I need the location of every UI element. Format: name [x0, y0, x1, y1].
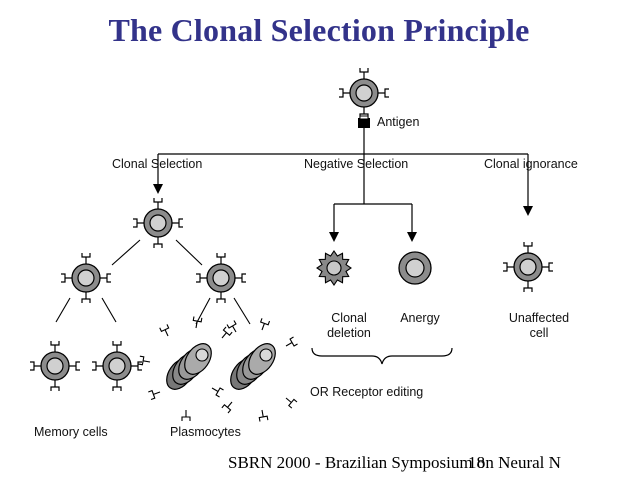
- plasmocyte-2: [224, 338, 282, 395]
- top-b-cell: [338, 67, 390, 119]
- anergy-label: Anergy: [400, 311, 440, 325]
- clonal-selection-arrow: [153, 184, 163, 194]
- unaffected-b-cell: [502, 241, 554, 293]
- receptor-editing-label: OR Receptor editing: [310, 385, 424, 399]
- proliferating-b-cell-right: [195, 252, 247, 304]
- plasmocytes-label: Plasmocytes: [170, 425, 241, 439]
- clonal-ignorance-label: Clonal ignorance: [484, 157, 578, 171]
- plasmocyte-1: [160, 338, 218, 395]
- negative-selection-label: Negative Selection: [304, 157, 409, 171]
- clonal-deletion-label-line1: Clonal: [331, 311, 367, 325]
- page-number: 18: [468, 453, 485, 472]
- clonal-deletion-label-line2: deletion: [327, 326, 371, 340]
- slide-title: The Clonal Selection Principle: [108, 12, 530, 48]
- deletion-arrow: [329, 232, 339, 242]
- clonal-ignorance-arrow: [523, 206, 533, 216]
- footer-text: SBRN 2000 - Brazilian Symposium on Neura…: [228, 453, 561, 472]
- anergic-cell-icon: [398, 251, 432, 285]
- selected-b-cell: [132, 197, 184, 249]
- memory-cells-label: Memory cells: [34, 425, 108, 439]
- memory-cell-2: [91, 340, 143, 392]
- deleted-cell-icon: [316, 250, 352, 286]
- antigen-label: Antigen: [377, 115, 420, 129]
- receptor-editing-brace: [311, 347, 453, 365]
- unaffected-label-line2: cell: [529, 326, 549, 340]
- antibodies: [137, 315, 299, 423]
- antigen-marker: [358, 118, 370, 128]
- anergy-arrow: [407, 232, 417, 242]
- unaffected-label-line1: Unaffected: [508, 311, 570, 325]
- clonal-selection-label: Clonal Selection: [112, 157, 203, 171]
- memory-cell-1: [29, 340, 81, 392]
- proliferating-b-cell-left: [60, 252, 112, 304]
